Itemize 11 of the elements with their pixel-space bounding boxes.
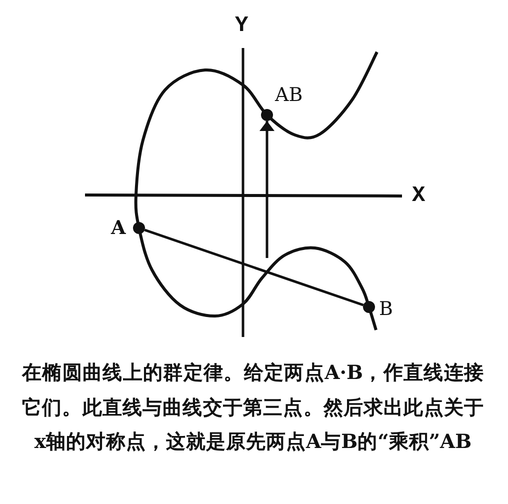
caption: 在椭圆曲线上的群定律。给定两点A·B，作直线连接它们。此直线与曲线交于第三点。然后求出此点关于x轴的对称点，这就是原先两点A与B的“乘积”AB [22,360,484,455]
connecting-line [144,228,364,306]
point-label: A [111,218,126,238]
curve-point [261,109,273,121]
arrow [260,121,274,258]
point-label: B [379,299,393,319]
axis-label: X [412,186,426,206]
point-label: AB [275,85,303,105]
curve-point [133,222,145,234]
curve-point [363,301,375,313]
axis-label: Y [235,16,248,36]
